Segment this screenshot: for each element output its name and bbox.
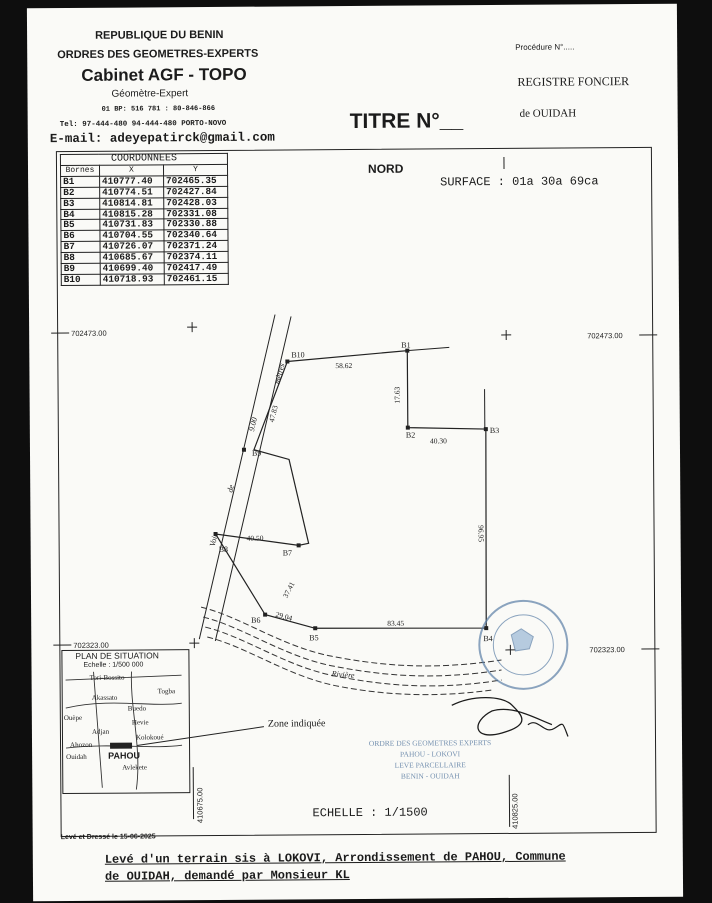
borne-label-b6: B6 (251, 616, 260, 625)
geometer-stamp: ORDRE DES GEOMETRES EXPERTS PAHOU - LOKO… (356, 737, 504, 790)
distance-label: 47.83 (267, 404, 280, 423)
place-name: Kolokoué (135, 733, 164, 742)
place-name: Avlekete (122, 763, 147, 772)
place-name: Togba (157, 687, 176, 696)
borne-marker (483, 427, 488, 432)
borne-marker (285, 359, 290, 364)
grid-label: 702323.00 (73, 641, 109, 650)
borne-label-b8: B8 (219, 545, 228, 554)
river-label: Rivière (330, 669, 355, 680)
road-edge (214, 316, 292, 642)
borne-marker (263, 612, 268, 617)
borne-marker (484, 626, 489, 631)
distance-label: 17.63 (393, 387, 402, 404)
distance-label: 40.50 (247, 534, 264, 543)
grid-label: 410825.00 (510, 793, 519, 829)
place-name: Adjan (91, 727, 110, 736)
road-edge (198, 314, 276, 640)
stamp-line: BENIN - OUIDAH (400, 771, 460, 781)
distance-label: 40.30 (430, 436, 447, 445)
zone-pointer (136, 726, 264, 747)
road-word: 9.00 (247, 416, 259, 432)
borne-marker (313, 626, 318, 631)
leve-date: Levé et Dressé le 15-06-2025 (60, 833, 156, 842)
borne-label-b7: B7 (283, 548, 292, 557)
stamp-ring (478, 599, 569, 690)
grid-label: 702473.00 (71, 329, 107, 338)
stamp-inner-ring (492, 614, 554, 676)
parcel-plan: B1 B2 B3 B4 B5 B6 B7 B8 B9 B10 58.62 17.… (51, 156, 660, 829)
borne-label-b4: B4 (483, 634, 492, 643)
borne-markers (213, 348, 489, 631)
borne-label-b9: B9 (252, 449, 261, 458)
stamp-line: ORDRE DES GEOMETRES EXPERTS (368, 738, 492, 748)
situation-road (65, 671, 183, 790)
borne-marker (296, 543, 301, 548)
borne-marker (405, 348, 410, 353)
grid-label: 702323.00 (589, 645, 625, 654)
river-line (203, 616, 502, 677)
borne-label-b5: B5 (309, 633, 318, 642)
borne-label-b1: B1 (401, 341, 410, 350)
official-stamp (478, 599, 569, 690)
river-line (205, 626, 502, 687)
distance-label: 83.45 (387, 619, 404, 628)
borne-label-b10: B10 (291, 350, 304, 359)
river-line (207, 636, 492, 696)
distance-label: 58.62 (335, 361, 352, 370)
grid-label: 410675.00 (195, 788, 204, 824)
neighbour-line (407, 346, 450, 352)
pahou-marker (110, 742, 133, 749)
borne-label-b2: B2 (406, 431, 415, 440)
place-name-pahou: PAHOU (108, 750, 140, 761)
place-name: Buedo (127, 704, 147, 713)
borne-marker (405, 425, 410, 430)
signature-mark (451, 697, 553, 736)
zone-label: Zone indiquée (267, 718, 326, 730)
document-page: REPUBLIQUE DU BENIN ORDRES DES GEOMETRES… (26, 3, 684, 902)
grid-label: 702473.00 (587, 331, 623, 340)
place-name: Ouidah (66, 752, 87, 762)
stamp-map-icon (510, 628, 534, 652)
borne-label-b3: B3 (490, 426, 499, 435)
road-word: Voie (208, 532, 220, 548)
distance-label: 29.04 (275, 610, 294, 623)
caption-line-2: de OUIDAH, demandé par Monsieur KL (104, 868, 350, 884)
place-name: Tori-Bossito (89, 673, 125, 682)
distance-label: 96.95 (477, 525, 486, 542)
borne-marker (241, 447, 246, 452)
road-word: de (225, 483, 236, 493)
place-name: Ahozon (70, 740, 93, 749)
echelle-text: ECHELLE : 1/1500 (312, 805, 428, 821)
river-line (200, 606, 502, 667)
situation-map (65, 671, 183, 790)
place-name: Akassato (91, 693, 118, 702)
borne-marker (213, 531, 218, 536)
place-name: Ouèpe (63, 713, 83, 723)
place-name: Hevie (131, 718, 149, 727)
signature-mark (527, 722, 569, 737)
